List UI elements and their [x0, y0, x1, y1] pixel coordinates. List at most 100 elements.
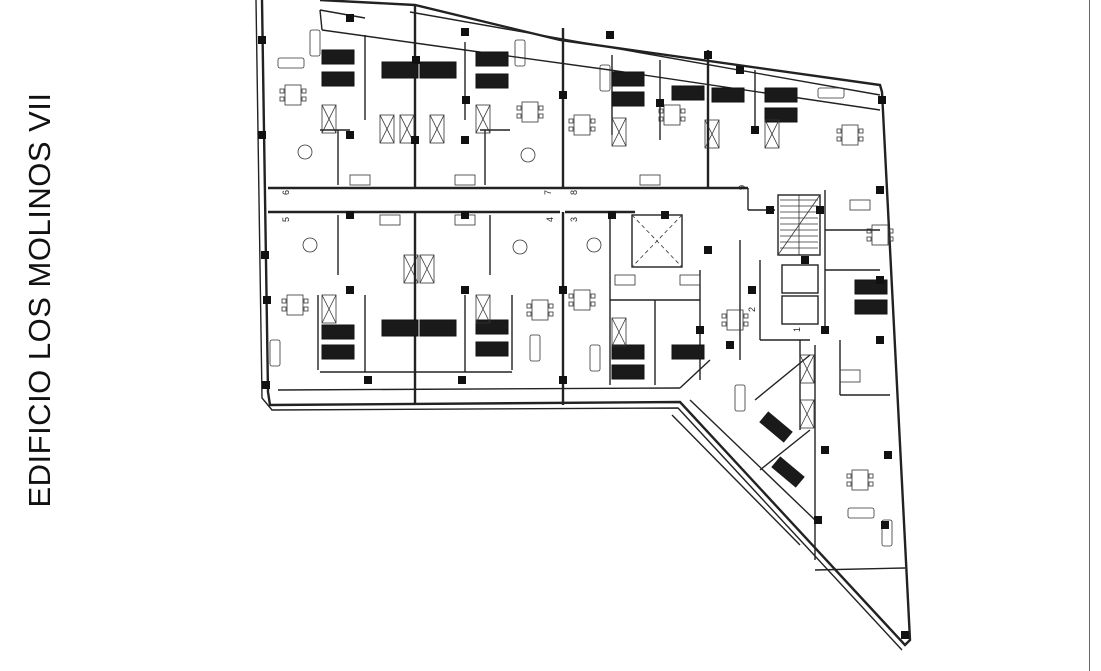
- unit-number: 8: [569, 190, 579, 195]
- dining-table: [516, 101, 544, 123]
- table-top: [286, 294, 304, 316]
- wardrobe-x: [321, 294, 337, 324]
- chair: [868, 473, 874, 479]
- chair: [743, 313, 749, 319]
- sofa: [599, 64, 611, 92]
- chair: [590, 118, 596, 124]
- building-outline: [255, 0, 912, 651]
- bed: [671, 344, 705, 360]
- column: [461, 286, 469, 294]
- wardrobe-box: [475, 104, 491, 134]
- table-top: [841, 124, 859, 146]
- chair: [743, 321, 749, 327]
- column: [661, 211, 669, 219]
- unit-number: 9: [737, 185, 747, 190]
- bed: [764, 87, 798, 103]
- bed: [611, 344, 645, 360]
- column: [704, 51, 712, 59]
- column: [346, 14, 354, 22]
- chair: [279, 88, 285, 94]
- sofa: [847, 507, 875, 519]
- chair: [568, 126, 574, 132]
- bed: [611, 71, 645, 87]
- chair: [568, 118, 574, 124]
- wardrobe-x: [403, 254, 419, 284]
- bed: [381, 61, 419, 79]
- sofa: [734, 384, 746, 412]
- unit-number: 2: [747, 307, 757, 312]
- bed: [381, 319, 419, 337]
- wardrobe-x: [475, 294, 491, 324]
- column: [346, 211, 354, 219]
- unit-number: 6: [281, 190, 291, 195]
- column: [766, 206, 774, 214]
- chair: [516, 105, 522, 111]
- wardrobe-x: [704, 119, 720, 149]
- chair: [721, 313, 727, 319]
- bed: [419, 319, 457, 337]
- chair: [858, 128, 864, 134]
- unit-numbers: 1 2 3 4 5 6 7 8 9: [281, 185, 802, 332]
- dining-table: [279, 84, 307, 106]
- column: [884, 451, 892, 459]
- column: [258, 131, 266, 139]
- column: [881, 521, 889, 529]
- chair: [568, 293, 574, 299]
- table-top: [531, 299, 549, 321]
- table-top: [663, 104, 681, 126]
- bed: [321, 324, 355, 340]
- bed: [475, 73, 509, 89]
- round-table: [586, 237, 602, 253]
- counter: [379, 214, 401, 226]
- bed: [475, 319, 509, 335]
- wardrobe-box: [611, 317, 627, 347]
- wardrobe: [419, 254, 435, 284]
- wardrobe-x: [611, 117, 627, 147]
- wardrobe: [799, 354, 815, 384]
- wardrobe-x: [799, 399, 815, 429]
- chair: [680, 108, 686, 114]
- wardrobe-x: [399, 114, 415, 144]
- chair: [526, 311, 532, 317]
- sofa: [269, 339, 281, 367]
- table-top: [851, 469, 869, 491]
- dining-table: [836, 124, 864, 146]
- counter: [639, 174, 661, 186]
- chair: [281, 298, 287, 304]
- elevator: [781, 295, 819, 325]
- wardrobe-box: [611, 117, 627, 147]
- wardrobe-x: [799, 354, 815, 384]
- chair: [548, 303, 554, 309]
- chair: [590, 301, 596, 307]
- chair: [538, 113, 544, 119]
- bed: [854, 299, 888, 315]
- bed: [475, 341, 509, 357]
- light-shaft: [631, 214, 683, 268]
- dining-table: [846, 469, 874, 491]
- chair: [721, 321, 727, 327]
- column: [901, 631, 909, 639]
- column: [346, 286, 354, 294]
- dining-table: [526, 299, 554, 321]
- column: [656, 99, 664, 107]
- chair: [868, 481, 874, 487]
- column: [821, 326, 829, 334]
- wardrobe-x: [321, 104, 337, 134]
- wardrobe-x: [379, 114, 395, 144]
- column: [821, 446, 829, 454]
- table-top: [573, 289, 591, 311]
- wardrobe-box: [799, 399, 815, 429]
- sofa: [817, 87, 845, 99]
- unit-number: 5: [281, 217, 291, 222]
- sofa: [514, 39, 526, 67]
- column: [412, 56, 420, 64]
- unit-number: 3: [569, 217, 579, 222]
- wardrobe-box: [419, 254, 435, 284]
- wardrobe-x: [419, 254, 435, 284]
- chair: [858, 136, 864, 142]
- dining-table: [866, 224, 894, 246]
- column: [878, 96, 886, 104]
- chair: [846, 481, 852, 487]
- counter: [679, 274, 701, 286]
- column: [704, 246, 712, 254]
